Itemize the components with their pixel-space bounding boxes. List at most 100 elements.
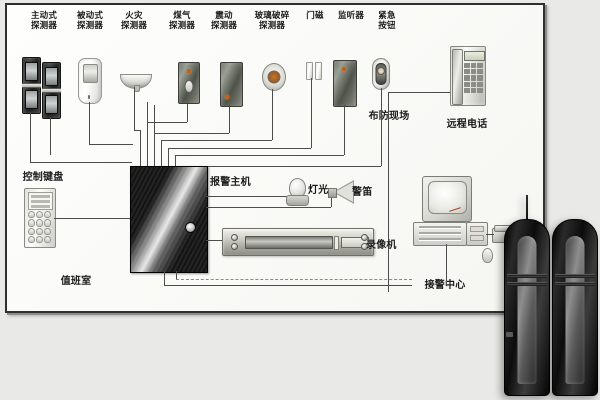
wire-emergency-button-riser: [381, 88, 382, 166]
device-alarm-host[interactable]: [130, 166, 208, 273]
device-center-monitor[interactable]: [422, 176, 472, 222]
product-beam-tower-left: [504, 219, 550, 396]
wire-door-contact-drop: [168, 148, 169, 166]
telephone-keypad[interactable]: [464, 63, 483, 93]
wire-glass-break-drop: [161, 140, 162, 166]
light-base: [286, 195, 309, 206]
device-center-computer[interactable]: [466, 222, 488, 246]
label-gas-detector: 煤气 探测器: [168, 11, 196, 31]
wire-listener-drop: [175, 155, 176, 166]
wire-emergency-button-run: [182, 166, 381, 167]
label-passive-detector: 被动式 探测器: [76, 11, 104, 31]
recorder-button[interactable]: [231, 243, 238, 250]
keypad-key: [36, 211, 43, 219]
keypad-keys[interactable]: [28, 211, 51, 243]
device-center-mouse[interactable]: [482, 248, 493, 263]
label-alarm-center: 接警中心: [424, 280, 466, 291]
wire-center-dashed-link: [176, 279, 412, 280]
wire-host-to-light: [206, 196, 288, 197]
wire-active-detector2-drop: [50, 117, 51, 155]
telephone-key: [470, 63, 477, 69]
keypad-key: [28, 219, 35, 227]
telephone-key: [477, 63, 483, 69]
label-video-recorder: 录像机: [366, 240, 397, 251]
product-lens-column: [565, 236, 585, 384]
beam-lens-upper: [25, 62, 38, 81]
label-listener: 监听器: [337, 11, 365, 21]
wire-door-contact-run: [168, 148, 311, 149]
label-emergency-button: 紧急 按钮: [378, 11, 396, 31]
device-light[interactable]: [286, 178, 309, 206]
wire-fire-detector-drop2: [140, 130, 141, 166]
glass-break-sensor-ring: [267, 70, 281, 84]
label-armed-site: 布防现场: [368, 111, 410, 122]
recorder-display: [341, 237, 369, 248]
recorder-button[interactable]: [361, 234, 368, 241]
device-siren[interactable]: [328, 180, 354, 204]
telephone-key: [470, 87, 477, 93]
wire-glass-break-run: [161, 140, 272, 141]
wire-gas-detector-drop: [147, 102, 148, 166]
door-contact-reed: [315, 62, 322, 80]
device-remote-telephone[interactable]: [450, 46, 486, 106]
wire-gas-detector-run: [147, 122, 187, 123]
device-listener[interactable]: [333, 60, 357, 107]
keypad-key: [28, 211, 35, 219]
product-band-lower: [507, 282, 547, 286]
device-video-recorder[interactable]: [222, 228, 374, 256]
product-lens-column: [517, 236, 537, 384]
siren-neck: [328, 188, 337, 198]
keypad-key: [36, 235, 43, 243]
siren-cone-inner: [335, 182, 353, 202]
device-active-detector-right[interactable]: [42, 62, 61, 119]
keypad-display-line: [31, 195, 50, 198]
device-gas-detector[interactable]: [178, 62, 200, 104]
pir-led: [88, 95, 90, 99]
telephone-key: [464, 87, 470, 93]
device-active-detector-left[interactable]: [22, 57, 41, 114]
telephone-key: [470, 81, 477, 87]
beam-lens-upper: [45, 67, 58, 86]
device-center-keyboard[interactable]: [413, 222, 467, 246]
device-control-keypad[interactable]: [24, 188, 56, 248]
label-light: 灯光: [308, 185, 329, 196]
gas-sensor-window: [184, 80, 194, 93]
product-cable: [526, 195, 528, 221]
recorder-button[interactable]: [231, 234, 238, 241]
listener-indicator: [342, 67, 346, 71]
device-door-contact[interactable]: [306, 62, 322, 80]
device-vibration-detector[interactable]: [220, 62, 243, 107]
wire-gas-detector-riser: [187, 102, 188, 122]
product-latch: [506, 332, 513, 337]
device-emergency-button[interactable]: [372, 58, 390, 90]
product-photo-dual-beam-detector: [504, 195, 598, 396]
telephone-key: [464, 63, 470, 69]
wire-door-contact-riser: [311, 78, 312, 148]
device-glass-break-detector[interactable]: [262, 63, 286, 91]
wire-listener-run: [175, 155, 344, 156]
wire-active-detector-drop: [30, 112, 31, 162]
telephone-key: [477, 69, 483, 75]
device-passive-detector[interactable]: [78, 58, 102, 104]
label-door-contact: 门磁: [306, 11, 324, 21]
wire-fire-detector-run: [134, 130, 140, 131]
wire-host-trunk-drop2: [176, 271, 177, 279]
keyboard-row: [419, 232, 461, 235]
keypad-key: [36, 227, 43, 235]
wire-site-trunk: [388, 92, 389, 292]
alarm-host-indicator: [185, 221, 196, 233]
emergency-button-cap: [377, 67, 385, 75]
telephone-handset: [452, 49, 463, 105]
keypad-display-line: [31, 200, 50, 203]
label-duty-room: 值班室: [60, 276, 92, 287]
telephone-key: [477, 81, 483, 87]
telephone-display: [464, 51, 485, 61]
keypad-key: [44, 235, 51, 243]
recorder-button[interactable]: [361, 243, 368, 250]
pir-window: [83, 64, 98, 83]
keyboard-row: [419, 238, 461, 241]
gas-indicator: [187, 69, 191, 73]
recorder-eject[interactable]: [334, 236, 339, 250]
keypad-key: [28, 235, 35, 243]
